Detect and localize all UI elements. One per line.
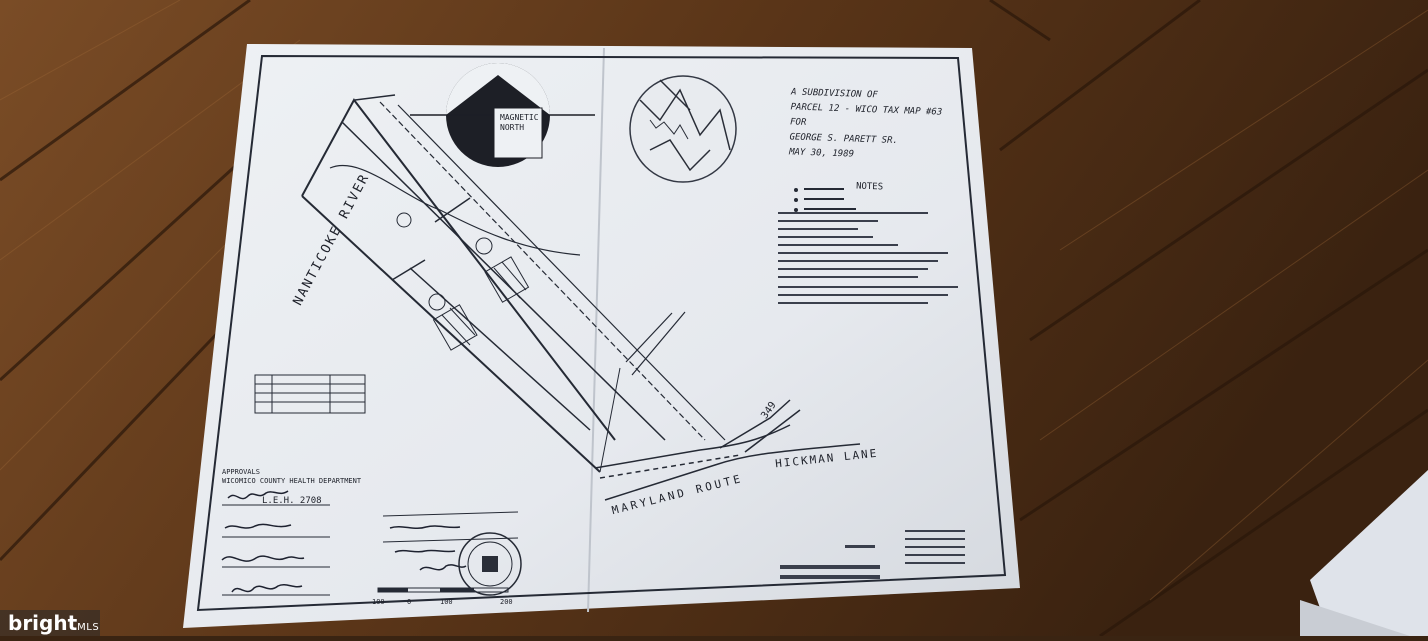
lot-marker-2 xyxy=(475,237,493,255)
scale-tick-label: 100 xyxy=(372,598,385,606)
license-number: L.E.H. 2708 xyxy=(262,496,322,506)
scale-bar xyxy=(377,587,509,593)
vicinity-map-icon xyxy=(629,75,737,183)
signature-lines xyxy=(222,504,519,596)
surveyor-seal-icon xyxy=(458,532,522,596)
scale-tick-label: 100 xyxy=(440,598,453,606)
magnetic-north-label: MAGNETIC NORTH xyxy=(500,113,539,132)
lot-marker-1 xyxy=(428,293,446,311)
paper-edge xyxy=(1300,600,1410,636)
area-table xyxy=(254,374,366,414)
watermark-brand: bright xyxy=(8,611,78,635)
fold-line xyxy=(587,47,605,613)
hatched-areas xyxy=(432,256,530,351)
health-dept-label: WICOMICO COUNTY HEALTH DEPARTMENT xyxy=(222,477,362,485)
bright-mls-watermark: brightMLS xyxy=(0,610,100,636)
handwritten-signatures xyxy=(221,490,467,593)
scale-tick-label: 200 xyxy=(500,598,513,606)
approvals-block: APPROVALS WICOMICO COUNTY HEALTH DEPARTM… xyxy=(222,468,361,486)
plat-border xyxy=(196,54,1007,612)
road-lines xyxy=(594,399,861,501)
lot-marker-3 xyxy=(396,212,412,228)
title-stamp xyxy=(780,530,965,579)
notes-legend xyxy=(794,188,856,212)
approvals-heading: APPROVALS xyxy=(222,468,260,476)
notes-heading: NOTES xyxy=(855,181,884,193)
parcel-lines xyxy=(301,94,726,473)
watermark-suffix: MLS xyxy=(77,622,100,633)
stacked-papers xyxy=(1310,470,1428,636)
notes-text-lines xyxy=(778,212,958,304)
plat-title-block: A SUBDIVISION OF PARCEL 12 - WICO TAX MA… xyxy=(789,85,943,165)
north-arrow-icon xyxy=(410,63,595,167)
scale-tick-label: 0 xyxy=(407,598,412,606)
